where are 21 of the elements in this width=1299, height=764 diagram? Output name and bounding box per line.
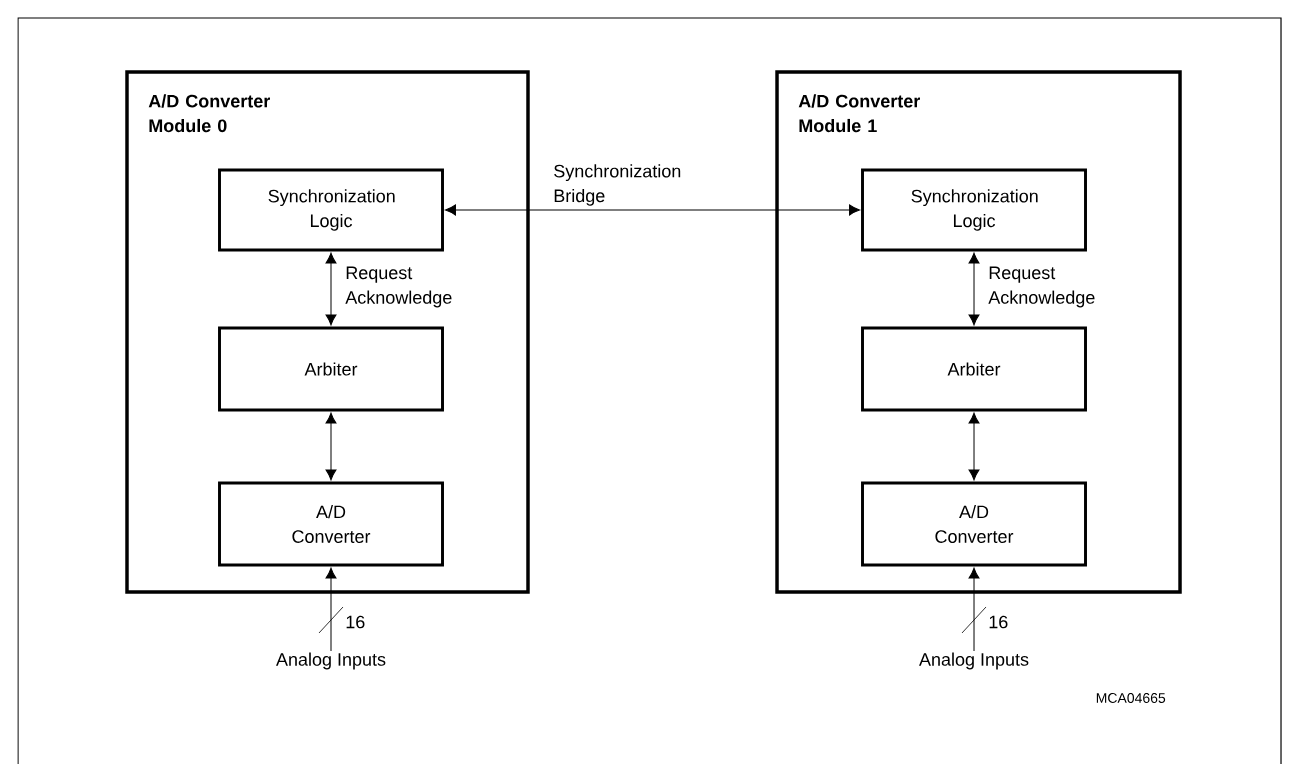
arrow <box>325 567 337 652</box>
edge-label: 16 <box>346 615 365 629</box>
block-box: Synchronization Logic <box>861 168 1087 252</box>
edge-label: 16 <box>989 615 1008 629</box>
arrow <box>968 252 980 326</box>
edge-label: Synchronization Bridge <box>554 164 681 206</box>
arrow <box>968 412 980 481</box>
block-box: Arbiter <box>218 326 444 412</box>
block-box: A/D Converter <box>218 481 444 567</box>
figure-code: MCA04665 <box>1096 693 1166 703</box>
edge-label: Request Acknowledge <box>345 266 452 308</box>
arrow <box>445 204 860 216</box>
input-label: Analog Inputs <box>919 652 1029 670</box>
edge-label: Request Acknowledge <box>988 266 1095 308</box>
block-box: A/D Converter <box>861 481 1087 567</box>
block-box: Arbiter <box>861 326 1087 412</box>
arrow <box>968 567 980 652</box>
arrow <box>325 412 337 481</box>
input-label: Analog Inputs <box>276 652 386 670</box>
arrow <box>325 252 337 326</box>
block-box: Synchronization Logic <box>218 168 444 252</box>
